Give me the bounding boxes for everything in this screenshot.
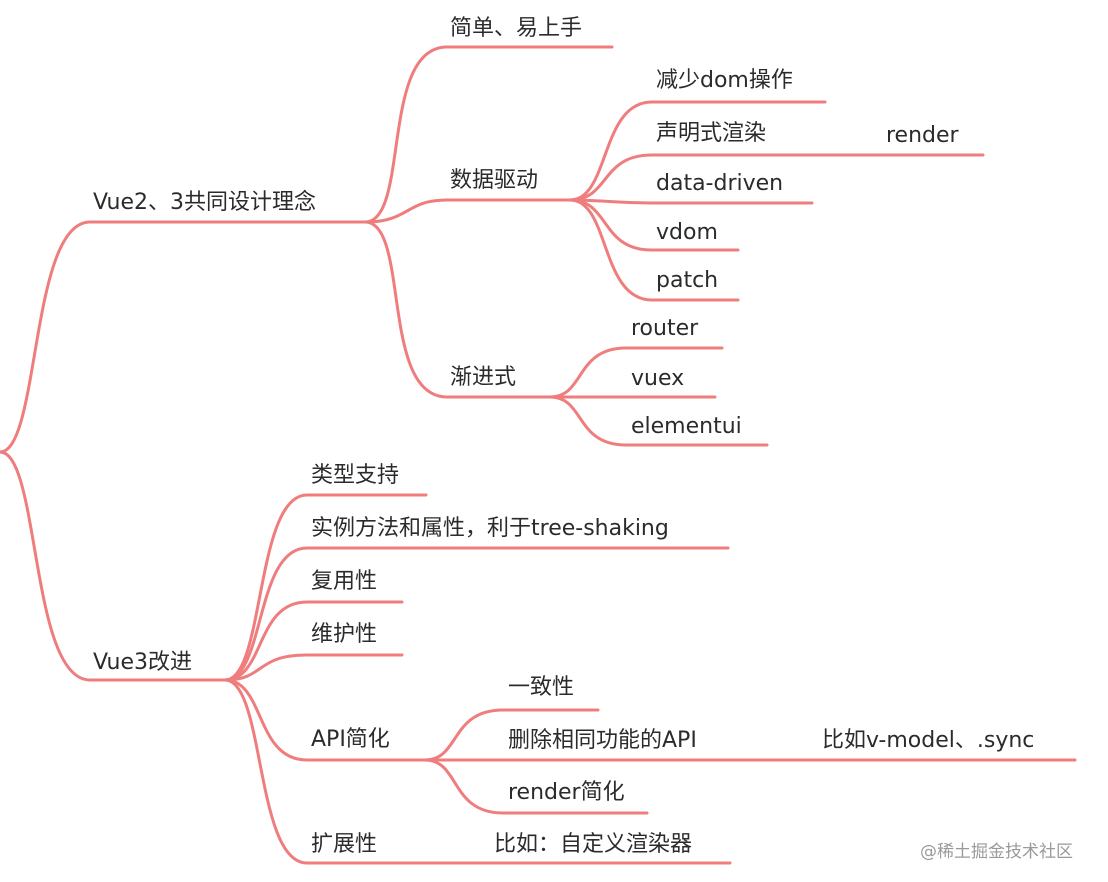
node-maintainability[interactable]: 维护性 (311, 622, 378, 647)
branch-to-patch (568, 198, 654, 302)
branch-to-declarative (568, 153, 654, 202)
node-render-simplify[interactable]: render简化 (508, 780, 625, 805)
node-type-support[interactable]: 类型支持 (311, 463, 400, 488)
branch-root-to-common (0, 220, 92, 454)
branch-to-maintain (223, 653, 309, 682)
branch-to-data-driven (363, 198, 449, 224)
node-data-driven-en[interactable]: data-driven (656, 171, 784, 196)
branch-to-reuse (223, 600, 309, 682)
branch-root-to-vue3 (0, 450, 92, 682)
node-vuex[interactable]: vuex (631, 366, 685, 391)
node-data-driven[interactable]: 数据驱动 (450, 168, 539, 193)
node-vue3-improvements[interactable]: Vue3改进 (93, 650, 193, 675)
node-router[interactable]: router (631, 316, 699, 341)
branch-to-render-simplify (423, 758, 505, 815)
node-extensibility[interactable]: 扩展性 (311, 832, 378, 857)
branch-to-progressive (363, 220, 449, 399)
node-common-design[interactable]: Vue2、3共同设计理念 (93, 190, 317, 215)
node-consistency[interactable]: 一致性 (508, 675, 575, 700)
node-instance-methods[interactable]: 实例方法和属性，利于tree-shaking (311, 516, 669, 541)
node-vdom[interactable]: vdom (656, 220, 718, 245)
node-easy[interactable]: 简单、易上手 (450, 16, 583, 41)
node-reusability[interactable]: 复用性 (311, 569, 378, 594)
branch-to-easy (363, 45, 449, 224)
branch-to-type-support (223, 493, 309, 682)
branch-to-instance (223, 546, 309, 682)
node-patch[interactable]: patch (656, 268, 719, 293)
node-vmodel-sync-example[interactable]: 比如v-model、.sync (822, 728, 1035, 753)
branch-to-router (548, 346, 628, 399)
branch-to-reduce-dom (568, 100, 654, 202)
node-declarative[interactable]: 声明式渲染 (656, 121, 767, 146)
branch-to-extend (223, 678, 309, 865)
node-elementui[interactable]: elementui (631, 414, 742, 439)
watermark-text: @稀土掘金技术社区 (920, 842, 1073, 862)
node-remove-same-api[interactable]: 删除相同功能的API (508, 728, 697, 753)
branch-to-api (223, 678, 309, 762)
branch-to-vdom (568, 198, 654, 252)
node-progressive[interactable]: 渐进式 (450, 365, 517, 390)
node-api-simplify[interactable]: API简化 (311, 727, 390, 752)
branch-to-elementui (548, 395, 628, 447)
node-custom-renderer[interactable]: 比如：自定义渲染器 (494, 832, 693, 857)
branch-to-consistency (423, 708, 505, 762)
node-reduce-dom[interactable]: 减少dom操作 (656, 68, 793, 93)
node-render[interactable]: render (886, 123, 959, 148)
